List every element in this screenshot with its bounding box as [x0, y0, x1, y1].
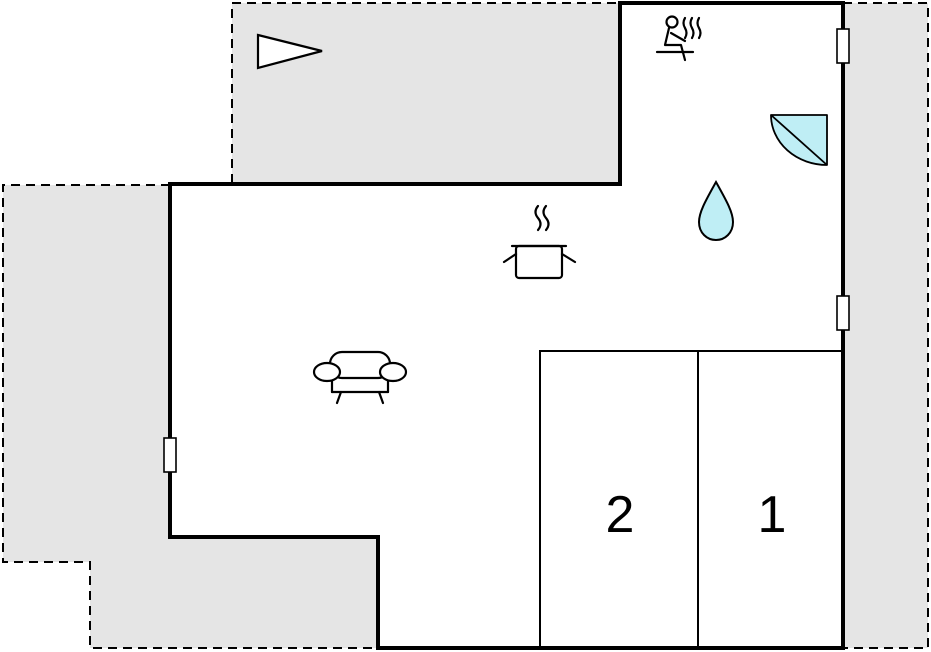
- window-left: [163, 437, 177, 473]
- terrace-right: [842, 2, 929, 649]
- bedroom-partitions: [539, 350, 843, 648]
- windows: [163, 28, 850, 473]
- terrace-left: [2, 184, 381, 649]
- room-label-bedroom-2: 2: [606, 486, 635, 544]
- north-arrow-icon: [256, 33, 323, 70]
- shower-icon: [770, 114, 828, 166]
- outer-walls: [168, 1, 845, 650]
- room-label-bedroom-1: 1: [758, 486, 787, 544]
- window-right-middle: [836, 295, 850, 331]
- cooking-pot-icon: [502, 204, 577, 280]
- water-drop-icon: [697, 179, 735, 242]
- sofa-icon: [312, 350, 408, 405]
- terrace-top: [231, 2, 623, 184]
- partition-walls: [539, 350, 843, 648]
- window-right-top: [836, 28, 850, 64]
- interior-floor: [170, 3, 843, 648]
- sauna-icon: [655, 15, 702, 62]
